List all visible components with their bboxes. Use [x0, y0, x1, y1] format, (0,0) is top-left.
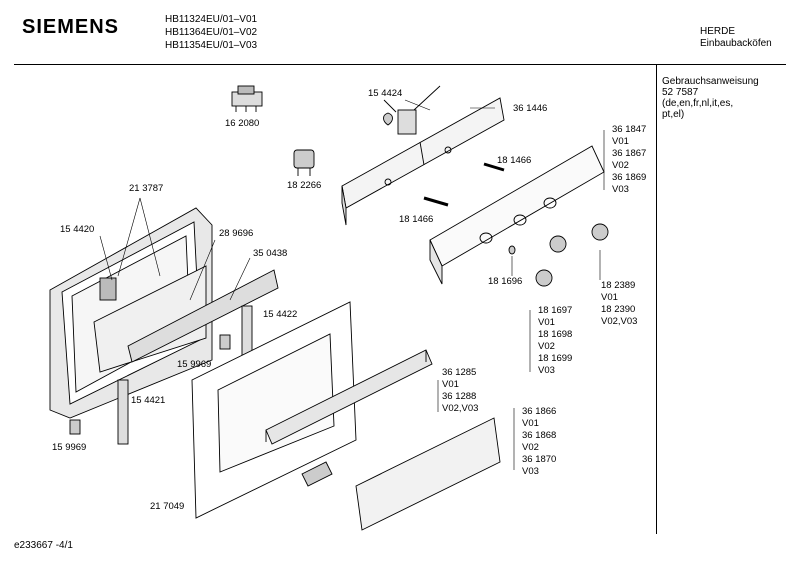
variant-line: V03 [612, 184, 629, 195]
variant-line: V01 [612, 136, 629, 147]
small-knob-variant-group: 18 1697 V01 18 1698 V02 18 1699 V03 [538, 305, 572, 377]
outer-door-part [191, 301, 357, 519]
variant-line: 18 1699 [538, 353, 573, 364]
variant-line: V02,V03 [442, 403, 479, 414]
part-label: 21 3787 [129, 183, 164, 194]
variant-line: V03 [538, 365, 555, 376]
category-block: HERDE Einbaubacköfen [700, 26, 772, 50]
model-list: HB11324EU/01–V01 HB11364EU/01–V02 HB1135… [165, 13, 257, 52]
brand-logo: SIEMENS [22, 16, 120, 38]
footer-code: e233667 -4/1 [14, 540, 73, 551]
model-line: HB11354EU/01–V03 [165, 40, 258, 51]
variant-line: 36 1869 [612, 172, 647, 183]
variant-line: 18 2390 [601, 304, 636, 315]
side-line: pt,el) [662, 109, 685, 120]
panel-variant-group: 36 1847 V01 36 1867 V02 36 1869 V03 [612, 124, 646, 196]
part-label: 18 1696 [488, 276, 523, 287]
knob-part [535, 223, 609, 287]
block-part [219, 334, 231, 350]
part-label: 15 4424 [368, 88, 403, 99]
handle-variant-group: 36 1285 V01 36 1288 V02,V03 [442, 367, 478, 415]
variant-line: V01 [538, 317, 555, 328]
knob-variant-group: 18 2389 V01 18 2390 V02,V03 [601, 280, 637, 328]
strip-part [127, 269, 279, 363]
handle-bracket-part [301, 461, 333, 487]
part-label: 18 2266 [287, 180, 322, 191]
model-line: HB11324EU/01–V01 [165, 14, 258, 25]
side-line: (de,en,fr,nl,it,es, [662, 98, 734, 109]
part-label: 15 4420 [60, 224, 95, 235]
variant-line: 18 2389 [601, 280, 636, 291]
plug-part [293, 149, 315, 176]
variant-line: 36 1870 [522, 454, 557, 465]
shaft-part [423, 162, 505, 207]
variant-line: 18 1698 [538, 329, 573, 340]
leader-lines [99, 99, 605, 470]
part-label: 15 9969 [177, 359, 212, 370]
variant-line: 36 1866 [522, 406, 557, 417]
variant-line: V02 [612, 160, 629, 171]
part-label: 16 2080 [225, 118, 260, 129]
model-line: HB11364EU/01–V02 [165, 27, 258, 38]
control-panel-back-part [341, 97, 505, 226]
part-label: 35 0438 [253, 248, 288, 259]
subcategory: Einbaubacköfen [700, 38, 772, 49]
part-label: 15 4422 [263, 309, 298, 320]
part-label: 21 7049 [150, 501, 185, 512]
part-label: 15 4421 [131, 395, 166, 406]
variant-line: V02 [522, 442, 539, 453]
strip-variant-group: 36 1866 V01 36 1868 V02 36 1870 V03 [522, 406, 556, 478]
variant-line: 18 1697 [538, 305, 573, 316]
variant-line: V01 [442, 379, 459, 390]
thermostat-part [383, 85, 441, 135]
part-label: 18 1466 [399, 214, 434, 225]
variant-line: V02,V03 [601, 316, 638, 327]
glass-part [93, 265, 207, 373]
side-divider [656, 64, 657, 534]
side-line: 52 7587 [662, 87, 699, 98]
variant-line: V01 [522, 418, 539, 429]
block-part [69, 419, 81, 435]
small-knob-part [508, 245, 516, 255]
switch-part [231, 85, 263, 112]
variant-line: V03 [522, 466, 539, 477]
part-label: 18 1466 [497, 155, 532, 166]
side-panel: Gebrauchsanweisung 52 7587 (de,en,fr,nl,… [662, 76, 759, 120]
lower-strip-part [355, 417, 501, 531]
category: HERDE [700, 26, 736, 37]
variant-line: 36 1847 [612, 124, 647, 135]
part-label: 36 1446 [513, 103, 548, 114]
variant-line: 36 1288 [442, 391, 477, 402]
handle-part [265, 349, 433, 445]
variant-line: 36 1868 [522, 430, 557, 441]
part-label: 28 9696 [219, 228, 254, 239]
side-line: Gebrauchsanweisung [662, 76, 759, 87]
variant-line: 36 1285 [442, 367, 477, 378]
variant-line: V02 [538, 341, 555, 352]
variant-line: V01 [601, 292, 618, 303]
variant-line: 36 1867 [612, 148, 647, 159]
header-divider [14, 64, 786, 65]
part-label: 15 9969 [52, 442, 87, 453]
